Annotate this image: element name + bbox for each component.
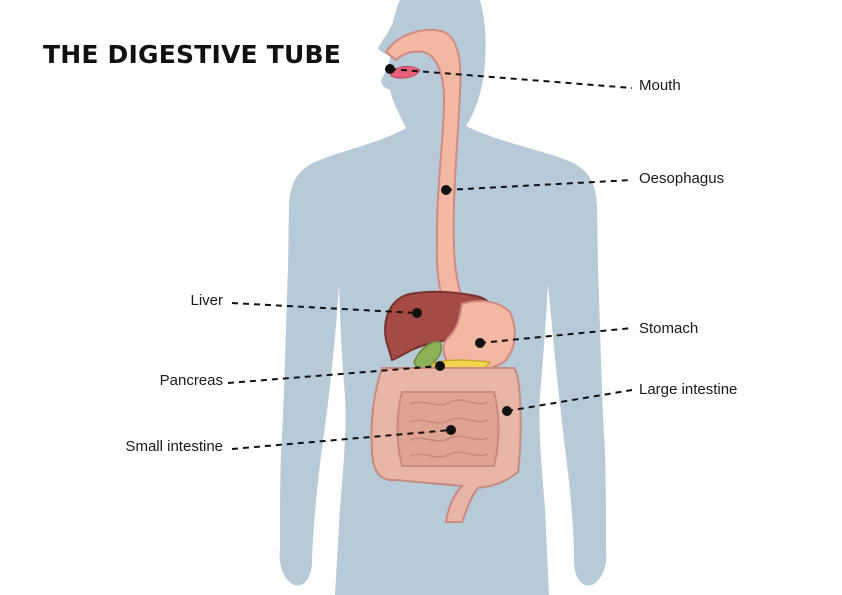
label-small-intestine: Small intestine xyxy=(125,438,223,455)
small-intestine-dot xyxy=(446,425,456,435)
liver-dot xyxy=(412,308,422,318)
stomach-dot xyxy=(475,338,485,348)
pancreas-leader-line xyxy=(227,365,441,384)
diagram-title: THE DIGESTIVE TUBE xyxy=(43,40,341,69)
tongue xyxy=(390,65,421,79)
label-mouth: Mouth xyxy=(639,77,681,94)
oesophagus-leader-line xyxy=(445,179,633,191)
mouth-dot xyxy=(385,64,395,74)
label-oesophagus: Oesophagus xyxy=(639,170,725,187)
oesophagus-dot xyxy=(441,185,451,195)
small-intestine-coils xyxy=(409,399,489,458)
large-intestine-dot xyxy=(502,406,512,416)
leader-lines xyxy=(227,68,633,450)
stomach-leader-line xyxy=(479,327,633,344)
pancreas-dot xyxy=(435,361,445,371)
label-pancreas: Pancreas xyxy=(159,372,223,389)
pointer-dots xyxy=(385,64,512,435)
oesophagus-tube xyxy=(384,29,468,312)
liver-leader-line xyxy=(231,302,418,314)
mouth-leader-line xyxy=(389,68,633,89)
small-intestine-leader-line xyxy=(231,429,452,450)
label-large-intestine: Large intestine xyxy=(639,381,738,398)
label-stomach: Stomach xyxy=(639,320,699,337)
label-liver: Liver xyxy=(190,292,223,309)
